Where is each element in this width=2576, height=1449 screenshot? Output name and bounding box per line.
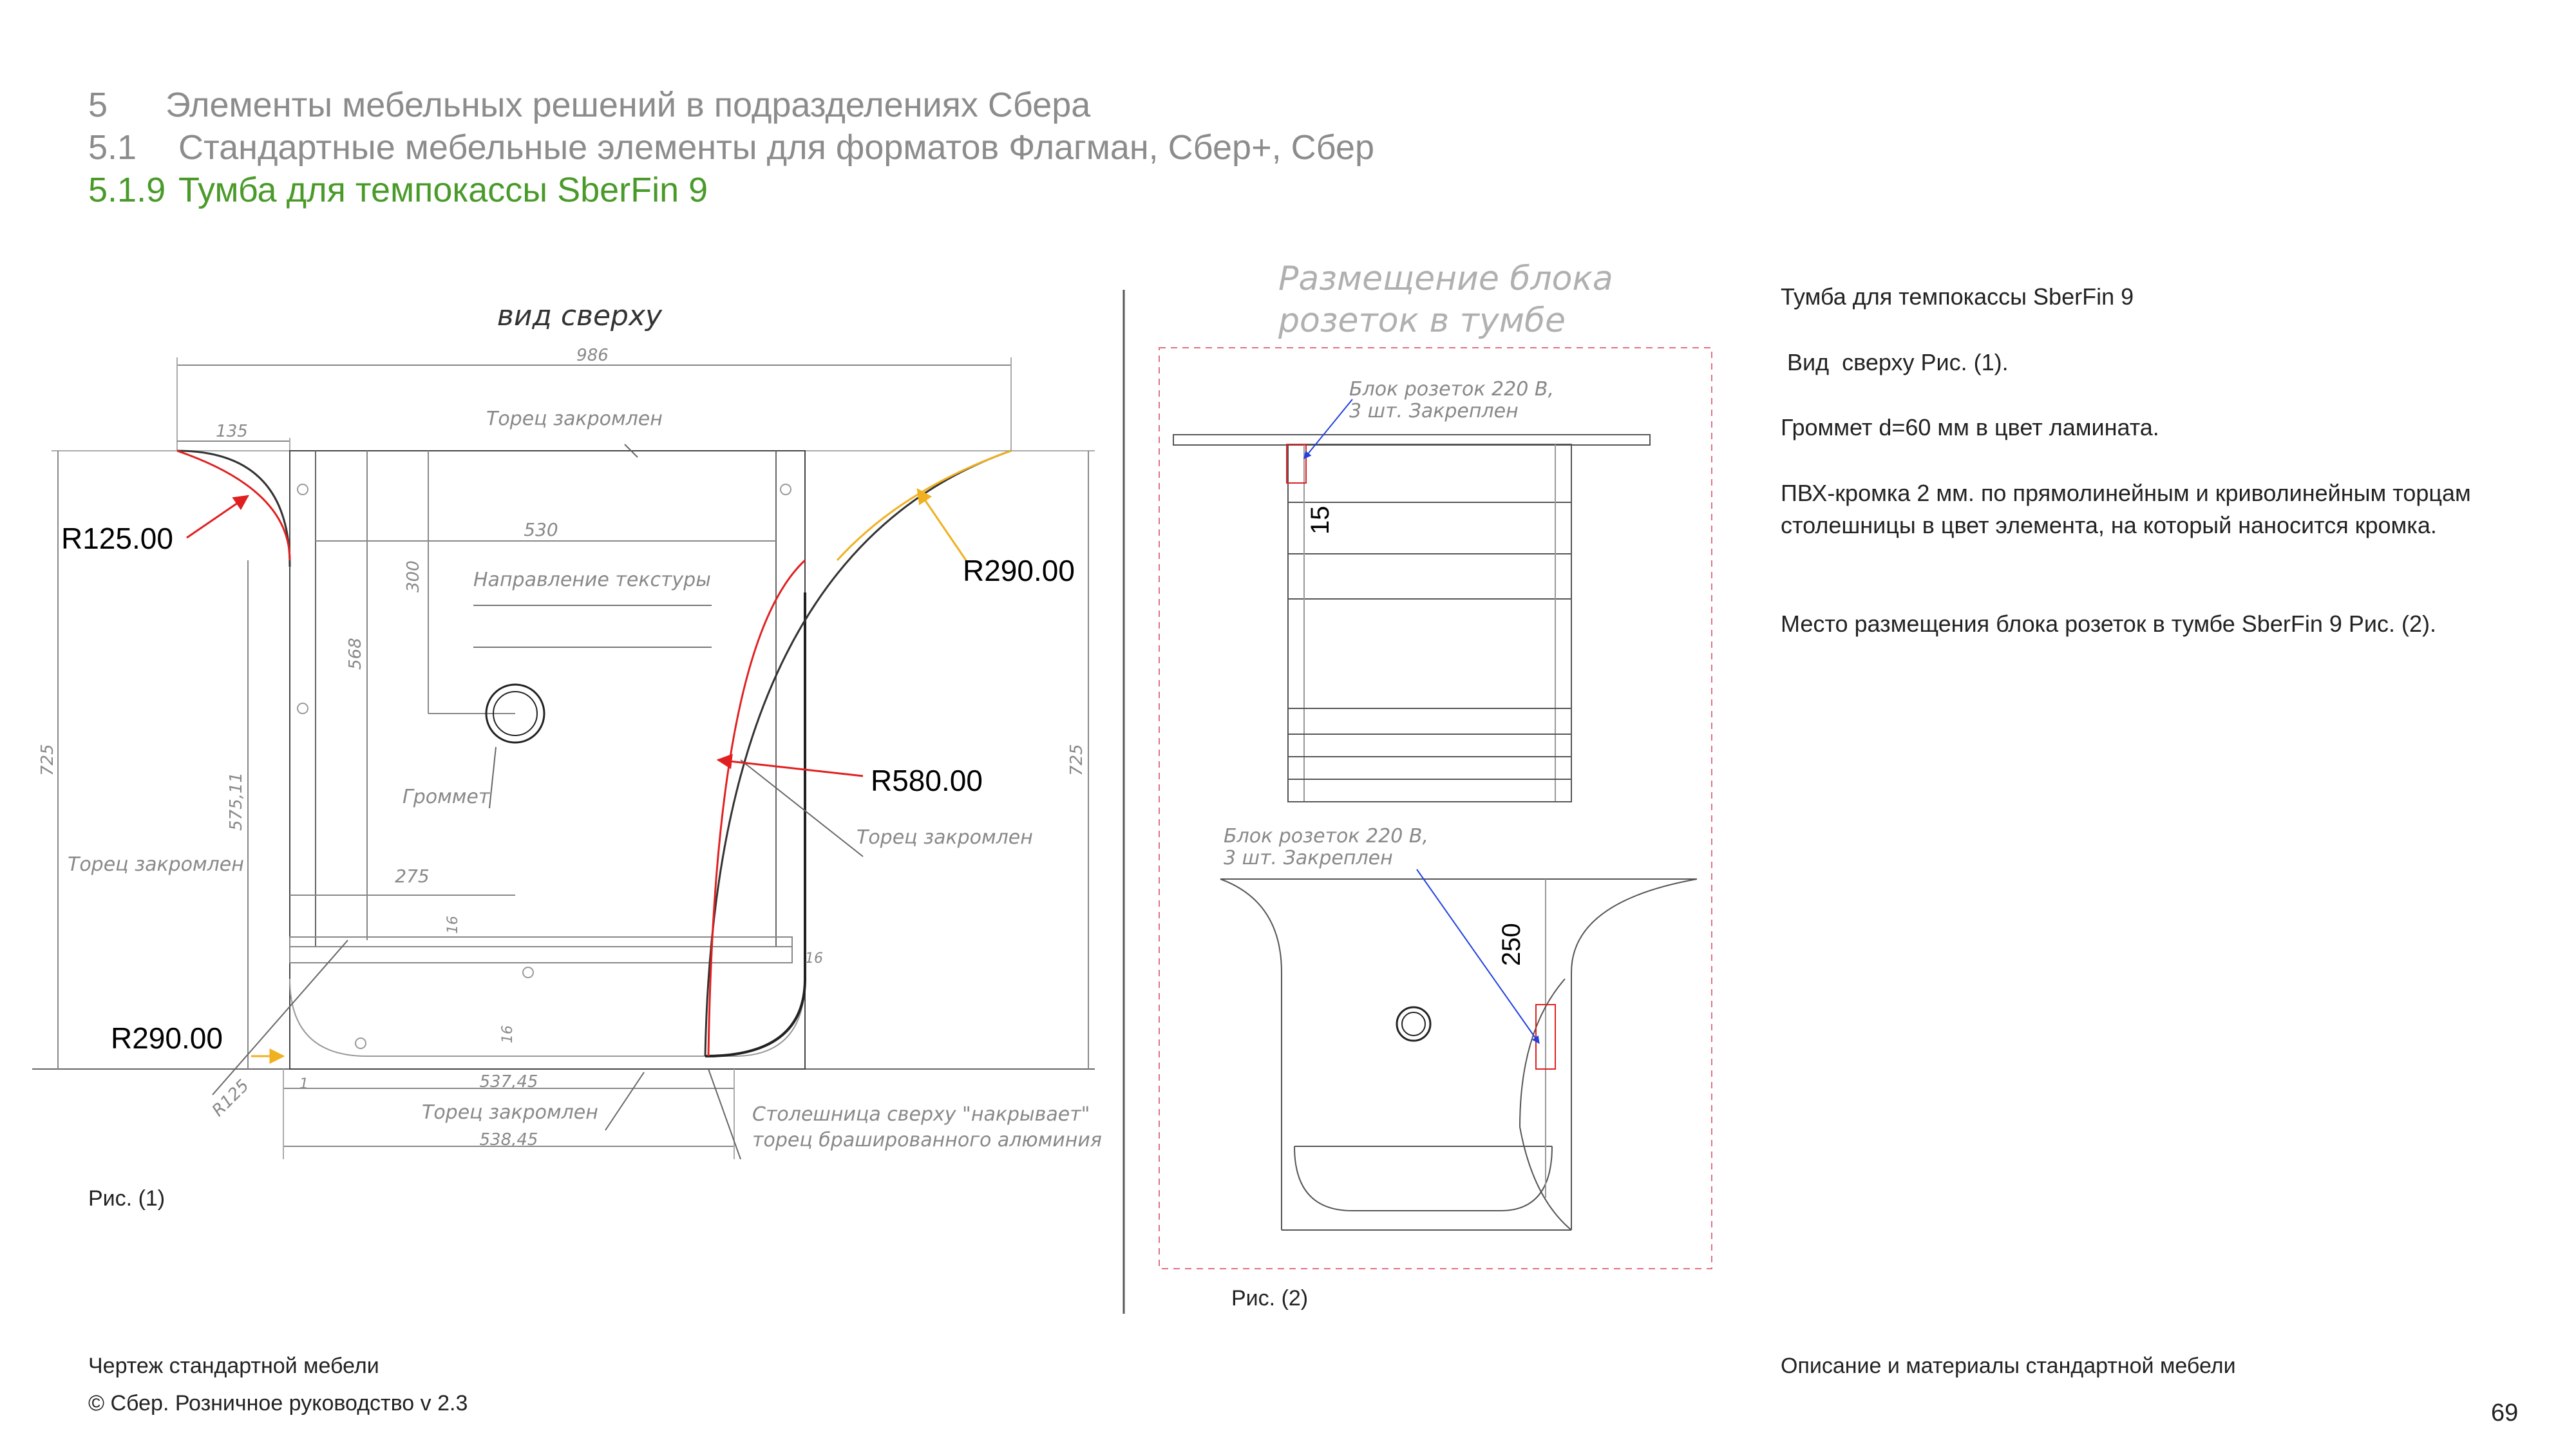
label-edge-left: Торец закромлен bbox=[68, 853, 244, 876]
dim-16a: 16 bbox=[445, 916, 461, 934]
radius-r125: R125.00 bbox=[61, 522, 173, 555]
view-title: вид сверху bbox=[497, 299, 663, 332]
dim-725-right: 725 bbox=[1067, 744, 1086, 776]
radius-r580: R580.00 bbox=[871, 764, 983, 797]
drawing2-frame bbox=[1159, 347, 1712, 1269]
description-line1: Вид сверху Рис. (1). bbox=[1781, 349, 2009, 375]
dim-530: 530 bbox=[524, 519, 558, 540]
footer-right-title: Описание и материалы стандартной мебели bbox=[1781, 1354, 2236, 1378]
footer-copyright: © Сбер. Розничное руководство v 2.3 bbox=[88, 1391, 468, 1416]
section-heading: 5 Элементы мебельных решений в подразделе… bbox=[88, 85, 1090, 125]
figure1-caption: Рис. (1) bbox=[88, 1186, 166, 1211]
r125-leader bbox=[186, 495, 249, 539]
label-countertop-2: торец брашированного алюминия bbox=[752, 1129, 1102, 1151]
section-title: Элементы мебельных решений в подразделен… bbox=[166, 86, 1091, 124]
description-line3a: ПВХ-кромка 2 мм. по прямолинейным и крив… bbox=[1781, 480, 2471, 506]
r125-arc bbox=[176, 450, 291, 561]
drawing-socket-top bbox=[1173, 434, 1651, 802]
socket-top-label-1: Блок розеток 220 В, bbox=[1349, 378, 1554, 401]
dim-575: 575,11 bbox=[227, 772, 246, 831]
drawing2-title-2: розеток в тумбе bbox=[1278, 301, 1566, 340]
subsection-title: Стандартные мебельные элементы для форма… bbox=[178, 128, 1374, 167]
dim-725-left: 725 bbox=[38, 744, 57, 776]
drawing-top-view bbox=[32, 357, 1095, 1160]
label-edge-top: Торец закромлен bbox=[486, 408, 663, 430]
dim-250: 250 bbox=[1497, 923, 1526, 966]
description-line4: Место размещения блока розеток в тумбе S… bbox=[1781, 611, 2436, 637]
label-texture: Направление текстуры bbox=[473, 569, 711, 591]
dim-r125-small: R125 bbox=[209, 1076, 253, 1121]
description-title: Тумба для темпокассы SberFin 9 bbox=[1781, 283, 2134, 310]
figure2-caption: Рис. (2) bbox=[1231, 1286, 1309, 1311]
description-line3b: столешницы в цвет элемента, на который н… bbox=[1781, 512, 2437, 538]
r580-arc bbox=[707, 559, 806, 1057]
item-title: Тумба для темпокассы SberFin 9 bbox=[178, 171, 708, 209]
r580-leader bbox=[716, 753, 864, 777]
dim-1: 1 bbox=[299, 1076, 308, 1092]
item-heading: 5.1.9 Тумба для темпокассы SberFin 9 bbox=[88, 170, 708, 210]
socket-bottom-leader bbox=[1416, 869, 1540, 1044]
item-number: 5.1.9 bbox=[88, 171, 166, 209]
subsection-number: 5.1 bbox=[88, 128, 137, 167]
drawing-socket-bottom bbox=[1220, 878, 1698, 1231]
radius-r290-right: R290.00 bbox=[963, 554, 1075, 587]
dim-135: 135 bbox=[216, 422, 248, 441]
page-number: 69 bbox=[2491, 1399, 2519, 1426]
label-countertop-1: Столешница сверху "накрывает" bbox=[752, 1103, 1090, 1126]
dim-15: 15 bbox=[1306, 506, 1334, 535]
r290-arc-right bbox=[836, 450, 1012, 562]
drawing2-title-1: Размещение блока bbox=[1278, 260, 1613, 298]
label-edge-bottom: Торец закромлен bbox=[422, 1101, 598, 1124]
subsection-heading: 5.1 Стандартные мебельные элементы для фо… bbox=[88, 128, 1374, 167]
label-grommet: Громмет bbox=[402, 786, 491, 808]
description-line2: Громмет d=60 мм в цвет ламината. bbox=[1781, 414, 2159, 440]
dim-568: 568 bbox=[346, 638, 365, 670]
label-edge-right: Торец закромлен bbox=[857, 826, 1033, 849]
socket-bottom-label-2: 3 шт. Закреплен bbox=[1224, 847, 1393, 869]
dim-16c: 16 bbox=[500, 1025, 516, 1043]
socket-top-leader bbox=[1303, 399, 1353, 459]
r290-leader-right bbox=[916, 488, 967, 561]
dim-538: 538,45 bbox=[480, 1130, 538, 1150]
socket-top-label-2: 3 шт. Закреплен bbox=[1349, 400, 1519, 422]
footer-left-title: Чертеж стандартной мебели bbox=[88, 1354, 379, 1378]
section-number: 5 bbox=[88, 86, 108, 124]
dim-537: 537,45 bbox=[480, 1072, 538, 1092]
dim-275: 275 bbox=[395, 866, 429, 887]
dim-300: 300 bbox=[404, 560, 423, 592]
radius-r290-left: R290.00 bbox=[111, 1021, 223, 1055]
dim-16b: 16 bbox=[805, 951, 823, 967]
socket-bottom-label-1: Блок розеток 220 В, bbox=[1224, 825, 1428, 848]
dim-986: 986 bbox=[576, 346, 609, 365]
